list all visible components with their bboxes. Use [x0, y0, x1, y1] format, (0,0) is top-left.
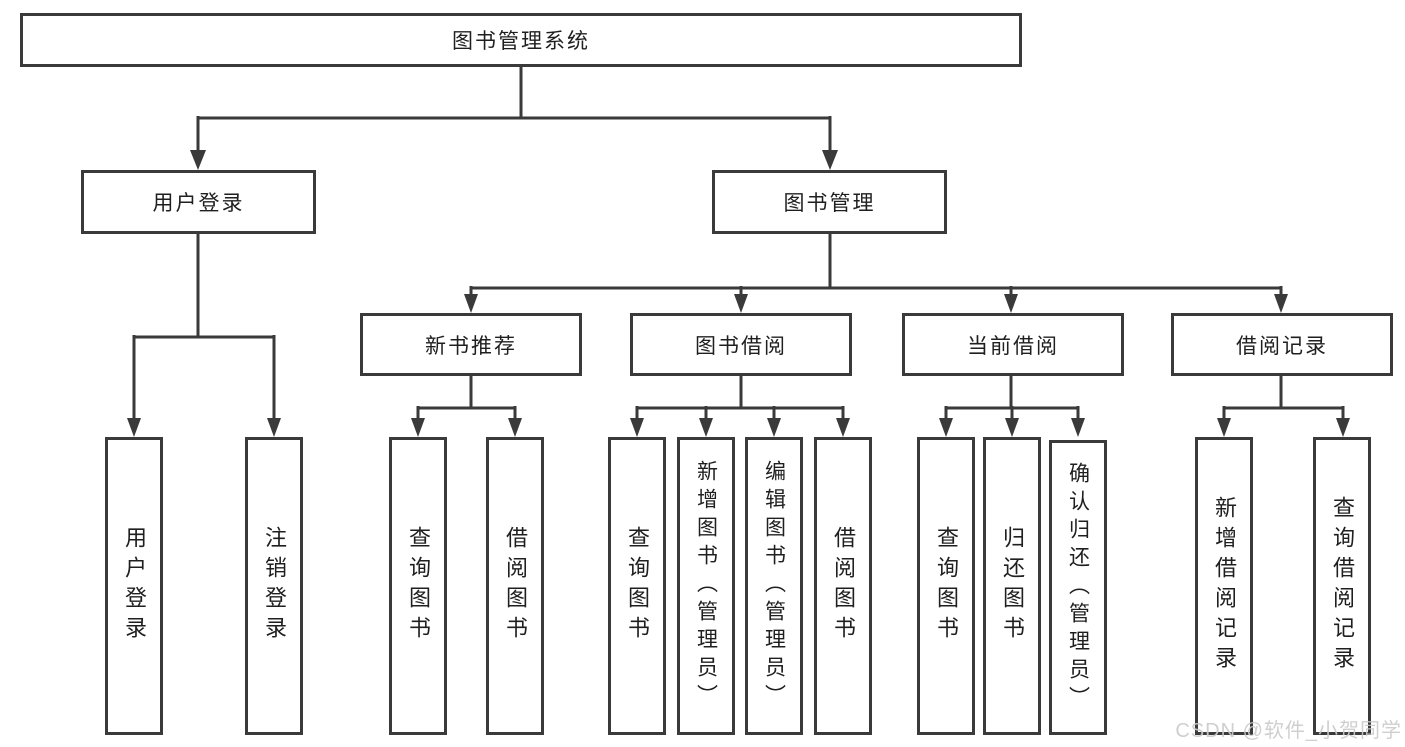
- node-book-management: 图书管理: [712, 170, 947, 234]
- leaf-query-borrow-record: 查询借阅记录: [1313, 437, 1371, 735]
- leaf-query-books-current: 查询图书: [917, 437, 975, 735]
- leaf-query-books-current-label: 查询图书: [934, 526, 959, 646]
- node-user-login-label: 用户登录: [152, 192, 245, 215]
- leaf-add-borrow-record-label: 新增借阅记录: [1212, 496, 1237, 676]
- leaf-return-books-label: 归还图书: [1000, 526, 1025, 646]
- leaf-edit-book-admin-label: 编辑图书（管理员）: [762, 460, 786, 712]
- leaf-query-books-borrow-label: 查询图书: [625, 526, 650, 646]
- node-book-borrow: 图书借阅: [630, 313, 852, 376]
- leaf-add-book-admin-label: 新增图书（管理员）: [694, 460, 718, 712]
- leaf-user-login-label: 用户登录: [122, 526, 147, 646]
- leaf-return-books: 归还图书: [983, 437, 1041, 735]
- leaf-query-books-recommend-label: 查询图书: [406, 526, 431, 646]
- node-root: 图书管理系统: [20, 13, 1022, 67]
- node-current-borrow: 当前借阅: [902, 313, 1124, 376]
- leaf-borrow-books: 借阅图书: [814, 437, 872, 735]
- node-book-management-label: 图书管理: [783, 192, 876, 215]
- leaf-confirm-return-admin-label: 确认归还（管理员）: [1066, 461, 1090, 714]
- leaf-borrow-books-recommend: 借阅图书: [486, 437, 544, 735]
- node-borrow-records-label: 借阅记录: [1236, 334, 1328, 358]
- leaf-logout-label: 注销登录: [262, 526, 287, 646]
- node-root-label: 图书管理系统: [452, 30, 590, 53]
- node-new-book-recommend-label: 新书推荐: [425, 334, 517, 358]
- node-borrow-records: 借阅记录: [1171, 313, 1393, 376]
- node-current-borrow-label: 当前借阅: [967, 334, 1059, 358]
- leaf-confirm-return-admin: 确认归还（管理员）: [1049, 440, 1107, 735]
- node-new-book-recommend: 新书推荐: [360, 313, 582, 376]
- leaf-query-books-recommend: 查询图书: [389, 437, 447, 735]
- leaf-borrow-books-label: 借阅图书: [831, 526, 856, 646]
- node-book-borrow-label: 图书借阅: [695, 334, 787, 358]
- leaf-query-books-borrow: 查询图书: [608, 437, 666, 735]
- leaf-borrow-books-recommend-label: 借阅图书: [503, 526, 528, 646]
- watermark-text: CSDN @软件_小贺同学: [1175, 720, 1402, 742]
- leaf-query-borrow-record-label: 查询借阅记录: [1330, 496, 1355, 676]
- leaf-add-borrow-record: 新增借阅记录: [1195, 437, 1253, 735]
- leaf-logout: 注销登录: [245, 437, 303, 735]
- leaf-user-login: 用户登录: [105, 437, 163, 735]
- leaf-add-book-admin: 新增图书（管理员）: [677, 437, 735, 735]
- node-user-login: 用户登录: [81, 170, 316, 234]
- leaf-edit-book-admin: 编辑图书（管理员）: [745, 437, 803, 735]
